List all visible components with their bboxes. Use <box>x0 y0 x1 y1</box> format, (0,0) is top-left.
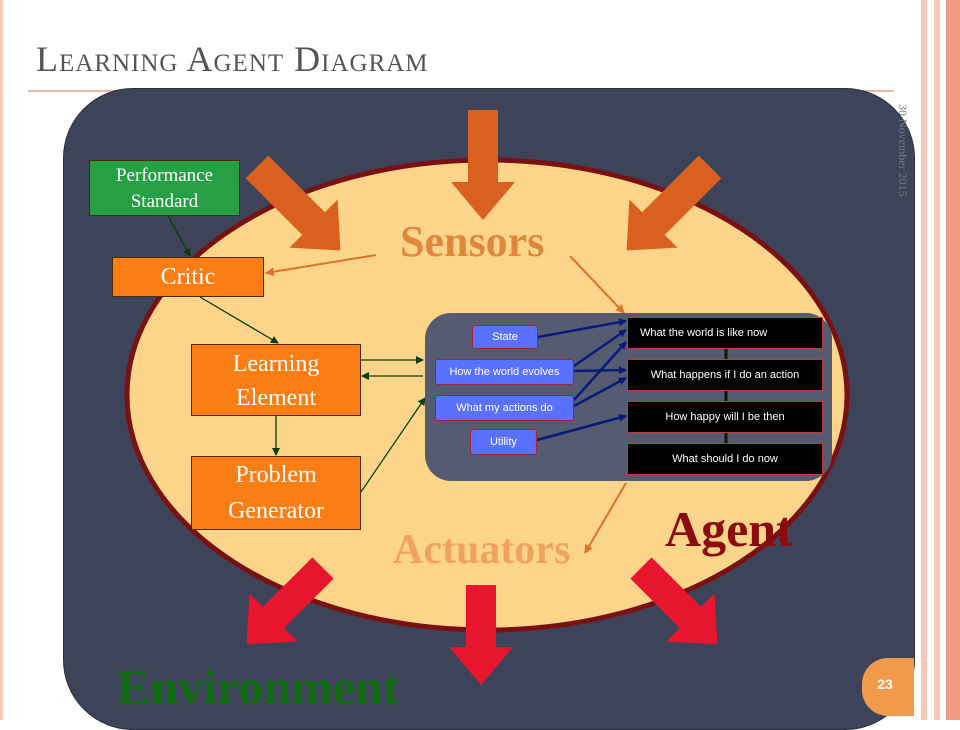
right-stripe <box>921 0 927 720</box>
world-now-node: What the world is like now <box>627 317 823 349</box>
right-stripe <box>946 0 960 720</box>
sensors-label: Sensors <box>400 217 545 266</box>
performance-standard-label-line1: Performance <box>115 165 214 186</box>
utility-node: Utility <box>470 429 537 455</box>
sensors-to-agent-arrow <box>569 255 625 314</box>
agent-to-actuators-arrow <box>584 482 627 554</box>
connector-critic-to-learning <box>199 296 279 344</box>
problem-generator-box: Problem Generator <box>191 456 361 530</box>
slide-title: Learning Agent Diagram <box>36 39 429 79</box>
actuator-arrow-left <box>246 557 334 645</box>
state-node: State <box>472 325 538 349</box>
performance-standard-box: Performance Standard <box>89 160 240 216</box>
environment-label: Environment <box>117 659 400 715</box>
connector-problem-to-agent <box>360 397 426 493</box>
critic-label: Critic <box>160 263 216 290</box>
left-stripe <box>0 0 3 720</box>
actuator-arrow-middle <box>449 585 513 685</box>
actuators-label: Actuators <box>393 527 571 573</box>
performance-standard-label-line2: Standard <box>130 191 199 212</box>
actuator-arrow-right <box>630 557 718 645</box>
sensor-arrow-left <box>245 155 341 251</box>
critic-box: Critic <box>112 257 264 297</box>
sensor-arrow-right <box>626 155 722 251</box>
date-label: 30 November 2015 <box>896 104 910 197</box>
learning-element-box: Learning Element <box>191 344 361 416</box>
problem-generator-label-line1: Problem <box>235 462 317 488</box>
page-number-badge <box>862 658 914 716</box>
right-stripe <box>934 0 940 720</box>
problem-generator-label-line2: Generator <box>228 498 324 524</box>
learning-element-label-line2: Element <box>236 385 316 411</box>
learning-element-label-line1: Learning <box>232 351 320 377</box>
sensors-to-critic-arrow <box>265 254 377 277</box>
actions-do-node: What my actions do <box>435 395 574 421</box>
sensor-arrow-top <box>451 110 515 220</box>
happiness-node: How happy will I be then <box>627 401 823 433</box>
page-number: 23 <box>877 676 893 692</box>
world-evolves-node: How the world evolves <box>435 359 574 385</box>
action-outcome-node: What happens if I do an action <box>627 359 823 391</box>
connector-performance-to-critic <box>167 215 191 257</box>
decision-node: What should I do now <box>627 443 823 475</box>
agent-label: Agent <box>665 501 793 557</box>
